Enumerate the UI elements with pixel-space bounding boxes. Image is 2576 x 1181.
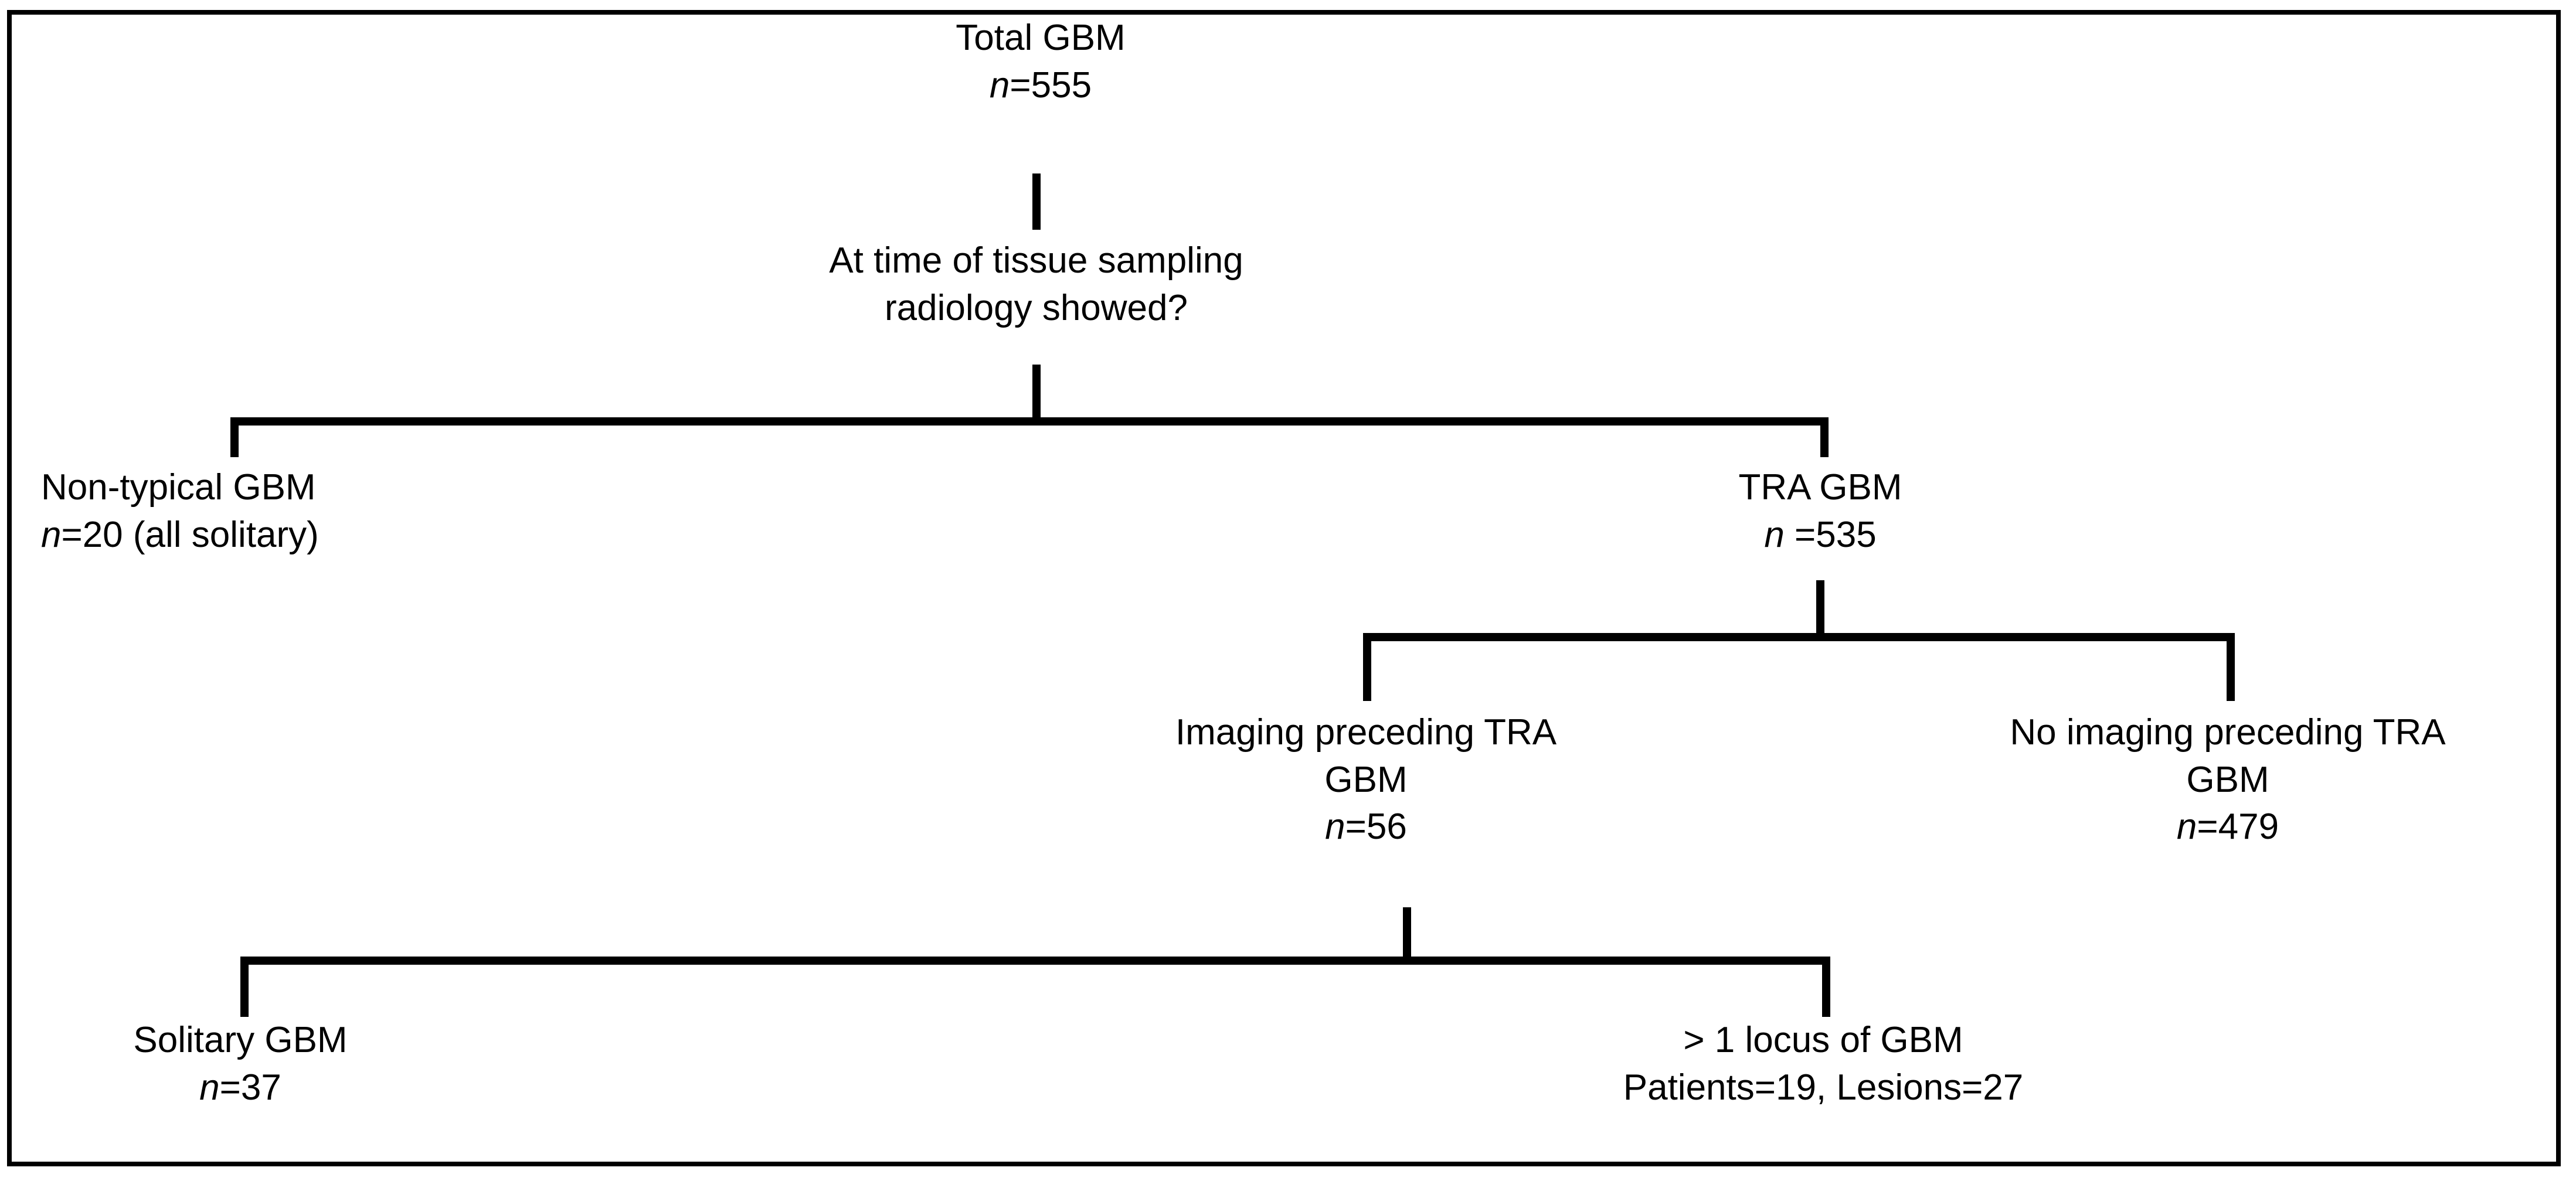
node-multifocal-gbm: > 1 locus of GBM Patients=19, Lesions=27 xyxy=(1501,1017,2146,1111)
n-value: =555 xyxy=(1010,64,1092,105)
connector-level3-bar xyxy=(240,957,1830,965)
node-tra-gbm: TRA GBM n =535 xyxy=(1559,464,2081,559)
node-multifocal-gbm-counts: Patients=19, Lesions=27 xyxy=(1623,1067,2024,1108)
node-decision-line1: At time of tissue sampling xyxy=(829,240,1243,281)
node-solitary-gbm-label: Solitary GBM xyxy=(133,1020,348,1060)
node-tra-gbm-count: n =535 xyxy=(1559,512,2081,559)
n-italic: n xyxy=(2176,806,2197,848)
node-imaging-preceding-line1: Imaging preceding TRA xyxy=(1175,712,1557,753)
connector-level2-bar xyxy=(1363,633,2235,641)
node-solitary-gbm: Solitary GBM n=37 xyxy=(29,1017,451,1111)
n-value: =479 xyxy=(2197,806,2279,848)
connector-level1-bar xyxy=(230,417,1829,426)
node-non-typical-gbm-count: n=20 (all solitary) xyxy=(41,512,686,559)
n-italic: n xyxy=(199,1067,220,1108)
connector-level1-right-drop xyxy=(1820,417,1829,457)
n-value: =20 (all solitary) xyxy=(61,514,319,555)
connector-level3-left-drop xyxy=(240,957,249,1017)
node-no-imaging-preceding-line1: No imaging preceding TRA xyxy=(2010,712,2446,753)
n-italic: n xyxy=(41,514,62,555)
node-no-imaging-preceding-tra-gbm: No imaging preceding TRA GBM n=479 xyxy=(1914,709,2541,851)
node-decision-radiology: At time of tissue sampling radiology sho… xyxy=(680,237,1392,332)
figure-border xyxy=(7,10,2561,1166)
n-italic: n xyxy=(1325,806,1345,848)
node-total-gbm-count: n=555 xyxy=(780,62,1301,110)
node-imaging-preceding-line2: GBM xyxy=(1324,759,1408,800)
node-total-gbm-label: Total GBM xyxy=(956,18,1126,58)
n-value: =56 xyxy=(1345,806,1407,848)
node-no-imaging-preceding-line2: GBM xyxy=(2186,759,2269,800)
node-solitary-gbm-count: n=37 xyxy=(29,1064,451,1112)
node-total-gbm: Total GBM n=555 xyxy=(780,15,1301,109)
node-non-typical-gbm-label: Non-typical GBM xyxy=(41,467,316,508)
connector-imaging-to-split xyxy=(1403,907,1411,960)
n-value: =535 xyxy=(1784,514,1877,555)
connector-level2-right-drop xyxy=(2227,633,2235,701)
n-italic: n xyxy=(989,64,1010,105)
node-tra-gbm-label: TRA GBM xyxy=(1738,467,1902,508)
connector-level1-left-drop xyxy=(230,417,239,457)
node-imaging-preceding-tra-gbm: Imaging preceding TRA GBM n=56 xyxy=(1073,709,1659,851)
connector-total-to-decision xyxy=(1032,173,1041,230)
connector-level2-left-drop xyxy=(1363,633,1371,701)
node-decision-line2: radiology showed? xyxy=(884,287,1188,328)
connector-level3-right-drop xyxy=(1822,957,1830,1017)
node-multifocal-gbm-label: > 1 locus of GBM xyxy=(1683,1020,1963,1060)
node-imaging-preceding-count: n=56 xyxy=(1073,804,1659,851)
connector-decision-to-split xyxy=(1032,365,1041,425)
connector-tra-to-split xyxy=(1816,580,1824,637)
node-no-imaging-preceding-count: n=479 xyxy=(1914,804,2541,851)
n-value: =37 xyxy=(219,1067,281,1108)
node-non-typical-gbm: Non-typical GBM n=20 (all solitary) xyxy=(41,464,686,559)
n-italic: n xyxy=(1764,514,1785,555)
